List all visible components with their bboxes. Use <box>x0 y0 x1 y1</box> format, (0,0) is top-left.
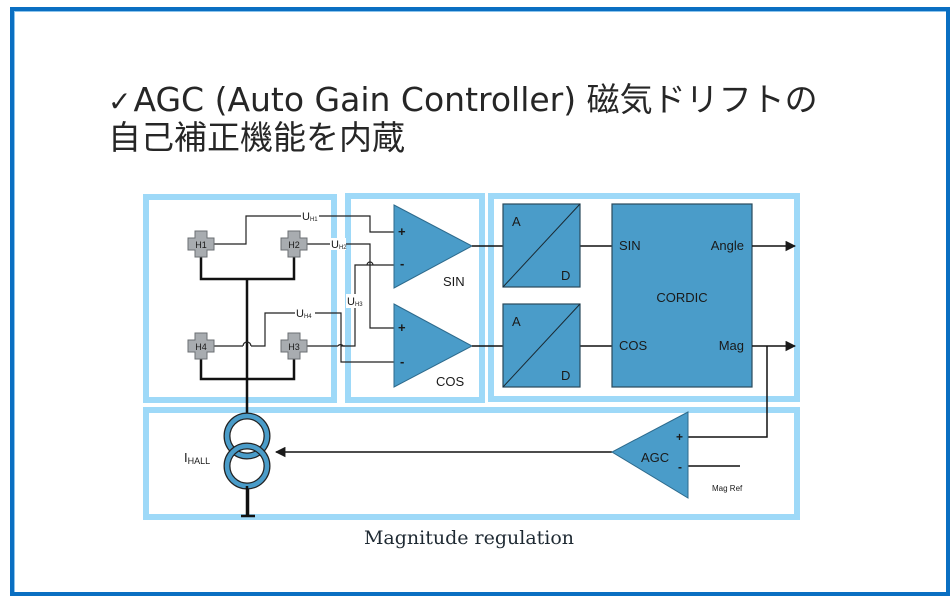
sensor-label-h1: H1 <box>195 240 207 250</box>
signal-label-uh1: UH1 <box>301 209 319 223</box>
sin-amp-label: SIN <box>443 274 465 289</box>
mag-ref-label: Mag Ref <box>712 484 743 493</box>
signal-label-uh4: UH4 <box>295 306 315 320</box>
svg-text:A: A <box>512 214 521 229</box>
current-source-icon <box>223 412 271 516</box>
adc-cos: A D <box>502 303 581 388</box>
title-text-2: 自己補正機能を内蔵 <box>108 118 405 157</box>
cordic-title: CORDIC <box>656 290 707 305</box>
signal-label-uh3: UH3 <box>346 294 364 308</box>
sensor-group-box <box>143 194 337 403</box>
cordic-in-cos: COS <box>619 338 648 353</box>
sensor-label-h3: H3 <box>288 342 300 352</box>
adc-sin: A D <box>502 203 581 288</box>
sin-amplifier: + - SIN <box>393 204 474 289</box>
regulation-group-box <box>143 407 800 520</box>
signal-label-uh2: UH2 <box>330 238 347 251</box>
cordic-output-wires <box>274 240 797 467</box>
title-text-1: AGC (Auto Gain Controller) 磁気ドリフトの <box>133 80 818 119</box>
cordic-in-sin: SIN <box>619 238 641 253</box>
svg-text:A: A <box>512 314 521 329</box>
sin-amp-plus: + <box>398 224 406 239</box>
cordic-block: SIN Angle CORDIC COS Mag <box>611 203 753 388</box>
cos-amp-label: COS <box>436 374 465 389</box>
diagram-caption: Magnitude regulation <box>364 527 574 549</box>
slide-title-line-2: 自己補正機能を内蔵 <box>108 118 405 158</box>
signal-wires <box>213 215 398 363</box>
check-icon: ✓ <box>108 85 132 118</box>
digital-group-box <box>488 193 800 402</box>
svg-text:UH2: UH2 <box>331 239 347 251</box>
slide-title-line-1: ✓AGC (Auto Gain Controller) 磁気ドリフトの <box>108 80 818 122</box>
agc-plus: + <box>676 430 683 444</box>
agc-amplifier: AGC + - <box>610 411 689 499</box>
current-source-label: IHALL <box>184 450 210 466</box>
cos-amp-plus: + <box>398 320 406 335</box>
amp-to-adc-wires <box>472 245 612 347</box>
agc-label: AGC <box>641 450 669 465</box>
svg-text:UH1: UH1 <box>302 211 318 223</box>
sensor-label-h2: H2 <box>288 240 300 250</box>
svg-text:UH4: UH4 <box>296 308 312 320</box>
svg-text:D: D <box>561 368 570 383</box>
agc-minus: - <box>678 460 682 474</box>
cordic-out-angle: Angle <box>711 238 744 253</box>
cordic-out-mag: Mag <box>719 338 744 353</box>
svg-text:D: D <box>561 268 570 283</box>
sensor-label-h4: H4 <box>195 342 207 352</box>
cos-amplifier: + - COS <box>393 303 474 389</box>
sin-amp-minus: - <box>400 256 404 271</box>
svg-text:UH3: UH3 <box>347 296 363 308</box>
bias-network <box>199 254 296 518</box>
cos-amp-minus: - <box>400 354 404 369</box>
